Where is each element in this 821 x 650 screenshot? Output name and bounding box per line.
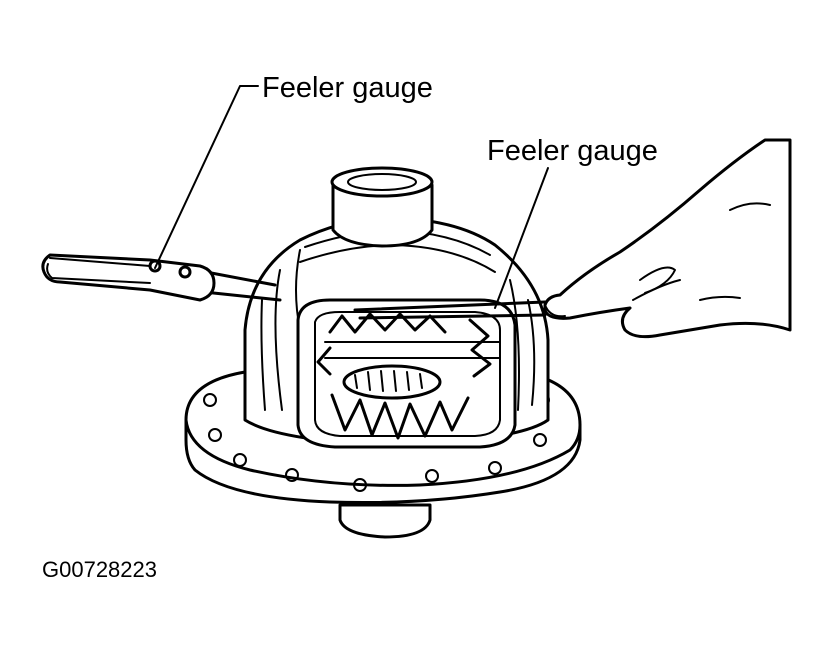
flange-bolt-hole [208,428,222,442]
callout-leader-1 [154,85,259,269]
flange-bolt-hole [425,469,439,483]
callout-label: Feeler gauge [262,72,433,104]
flange-bolt-hole [353,478,367,492]
flange-bolt-hole [488,461,502,475]
right-feeler-gauge [353,300,547,320]
flange-bolt-hole [533,433,547,447]
left-feeler-gauge [41,253,282,302]
hand [543,138,792,339]
figure-code: G00728223 [42,557,157,582]
flange-bolt-hole [203,393,217,407]
callout-leader-2 [494,167,549,309]
callout-label: Feeler gauge [487,135,658,167]
pinion-shaft [324,341,501,359]
flange-bolt-hole [233,453,247,467]
flange-bolt-hole [285,468,299,482]
pinion-gear [316,312,492,378]
bottom-boss [338,503,432,539]
top-boss [330,166,434,248]
side-gear [330,364,470,440]
